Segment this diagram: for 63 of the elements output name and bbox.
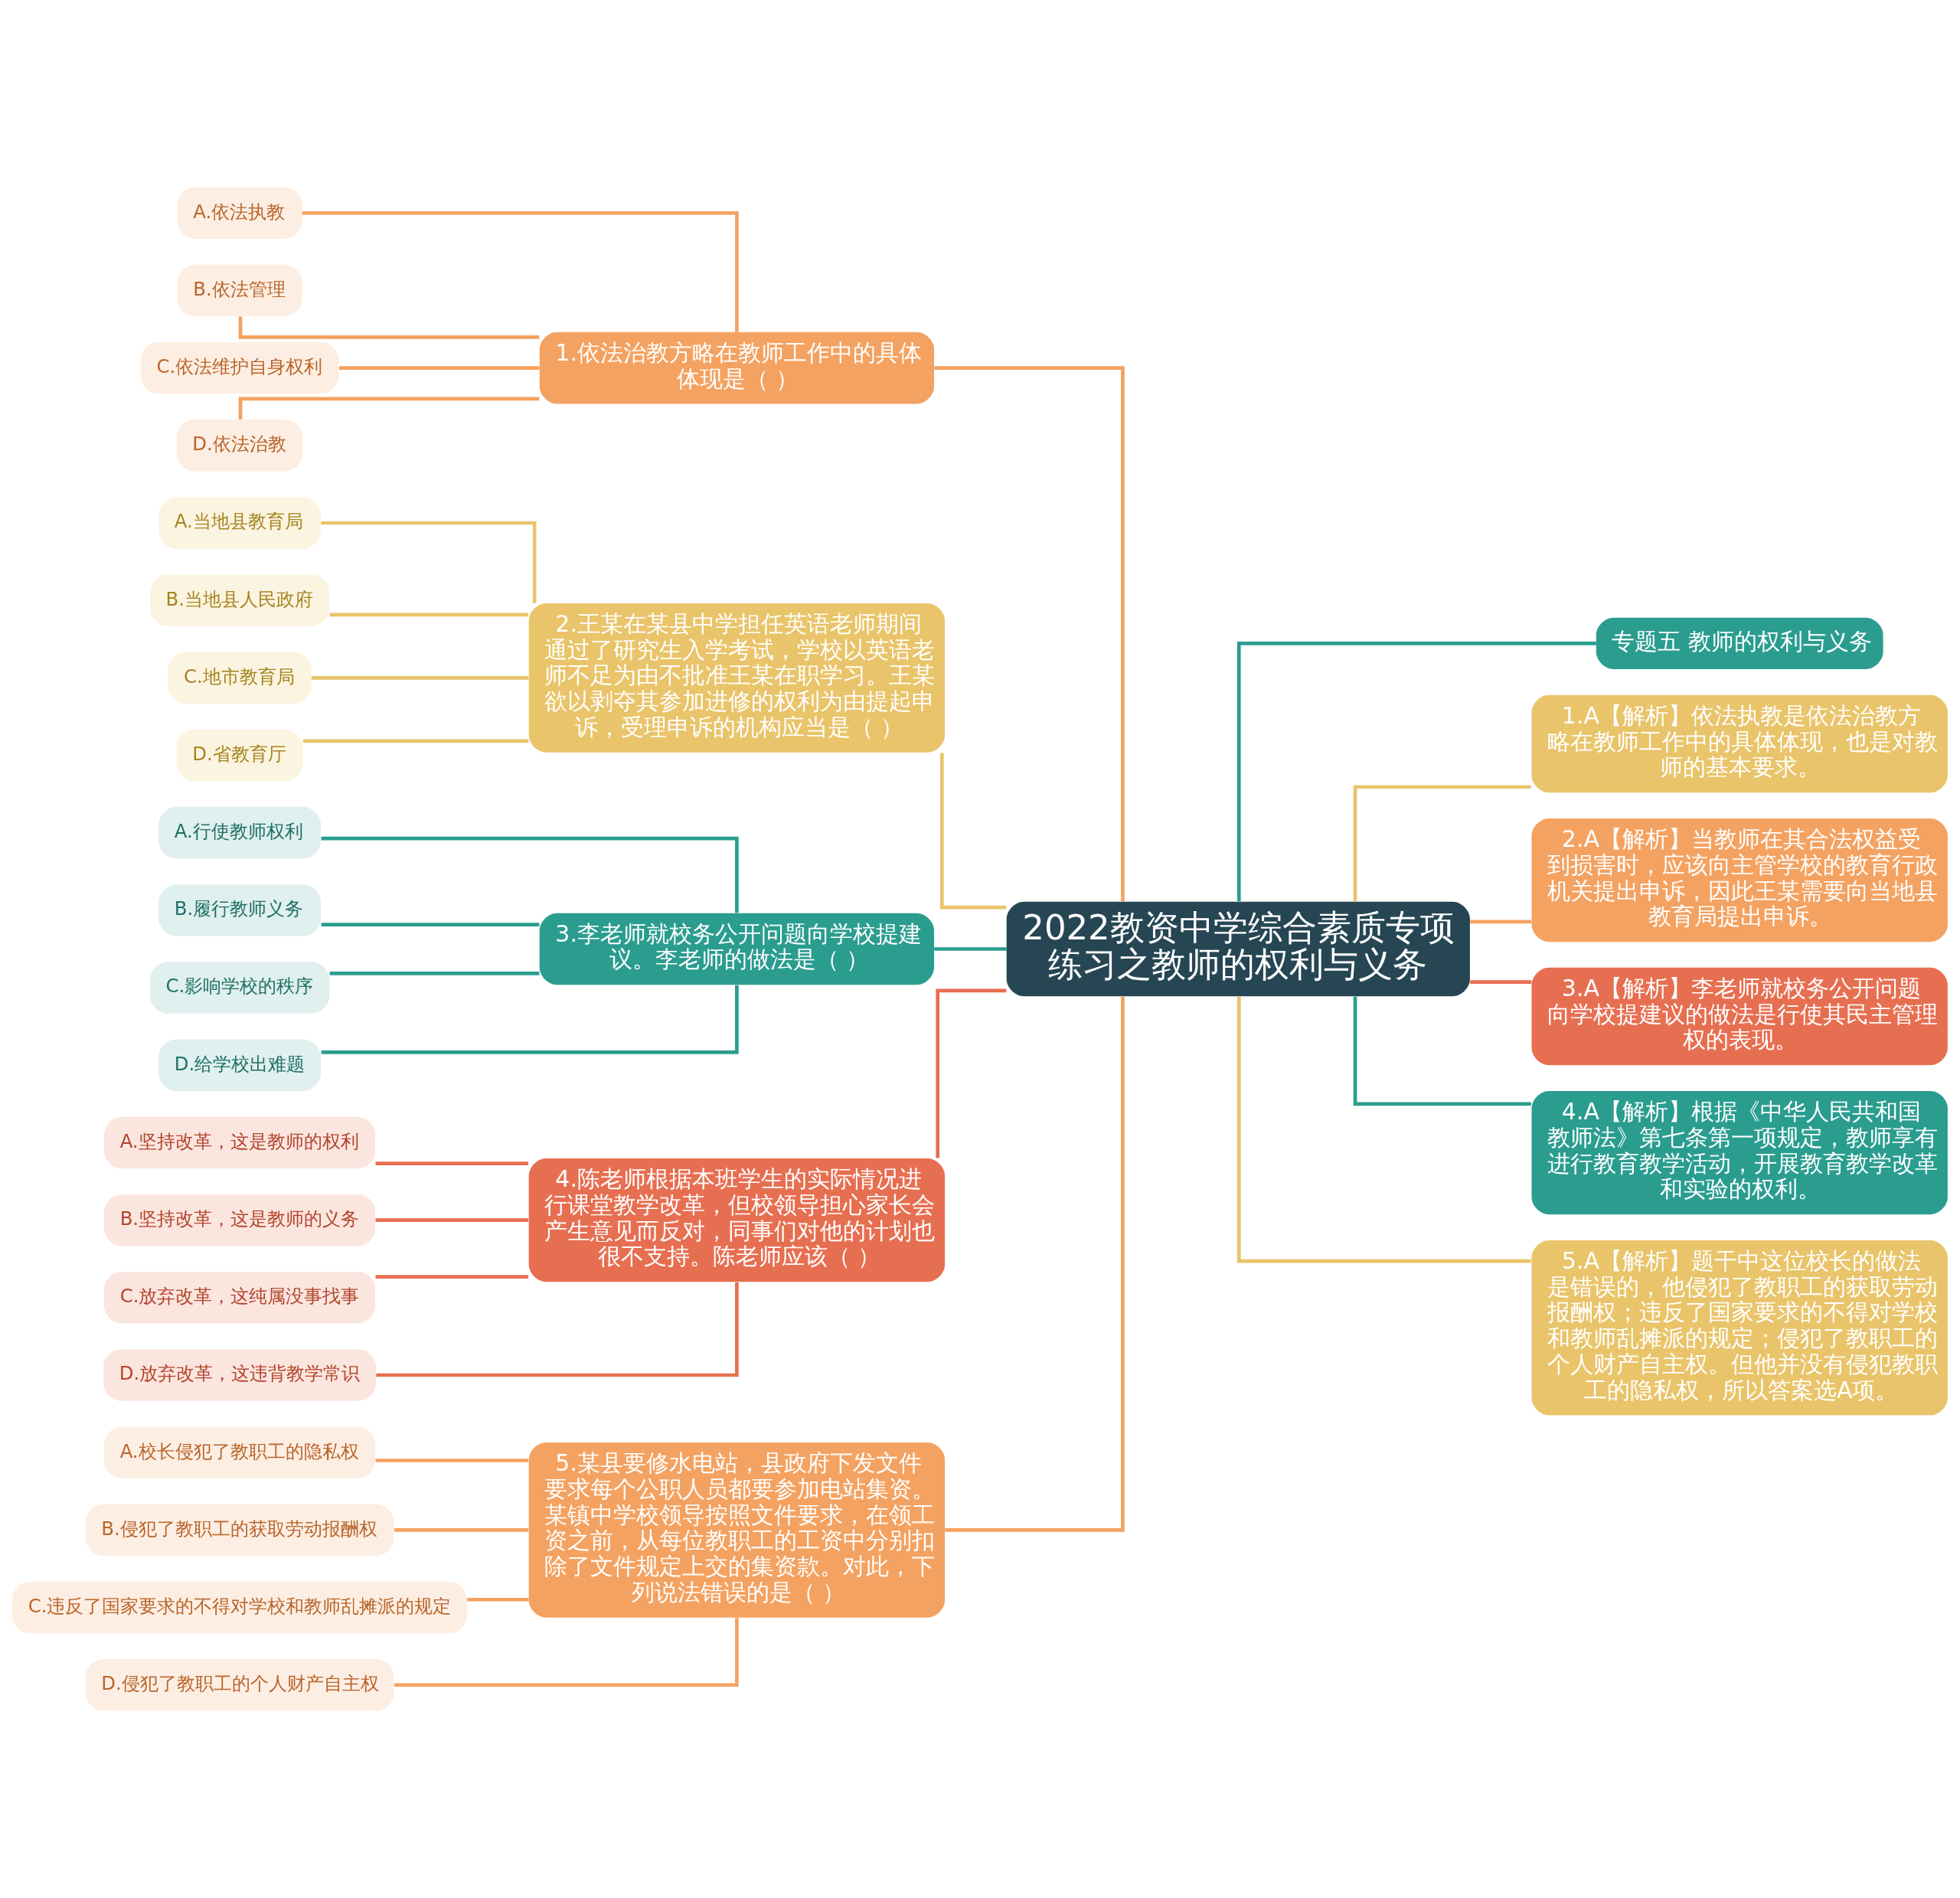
node-box: 4.A【解析】根据《中华人民共和国教师法》第七条第一项规定，教师享有进行教育教学活动，开展教育教学改革和实验的权利。 bbox=[1531, 1091, 1948, 1215]
connector bbox=[329, 972, 540, 975]
connector bbox=[1353, 785, 1531, 902]
connector bbox=[934, 947, 1007, 951]
connector bbox=[375, 1218, 529, 1222]
node-box: D.依法治教 bbox=[176, 420, 303, 472]
connector bbox=[945, 996, 1125, 1532]
node-box: A.当地县教育局 bbox=[158, 497, 321, 549]
node-box: A.依法执教 bbox=[177, 187, 302, 239]
node-box: 5.某县要修水电站，县政府下发文件要求每个公职人员都要参加电站集资。某镇中学校领导按照文件要求，在领工资之前，从每位教职工的工资中分别扣除了文件规定上交的集资款。对此，下列说法错误的是（ ） bbox=[528, 1442, 946, 1618]
node-box: B.坚持改革，这是教师的义务 bbox=[104, 1194, 376, 1246]
node-box: C.违反了国家要求的不得对学校和教师乱摊派的规定 bbox=[12, 1581, 468, 1634]
node-box: 3.A【解析】李老师就校务公开问题向学校提建议的做法是行使其民主管理权的表现。 bbox=[1531, 967, 1948, 1066]
node-box: C.依法维护自身权利 bbox=[140, 341, 339, 394]
connector bbox=[375, 1459, 529, 1462]
node-box: 1.依法治教方略在教师工作中的具体体现是（ ） bbox=[539, 332, 935, 404]
node-box: C.地市教育局 bbox=[168, 652, 312, 704]
connector bbox=[934, 366, 1125, 902]
node-box: 4.陈老师根据本班学生的实际情况进行课堂教学改革，但校领导担心家长会产生意见而反对，同事们对他的计划也很不支持。陈老师应该（ ） bbox=[528, 1158, 946, 1282]
connector bbox=[940, 753, 1007, 910]
node-box: B.履行教师义务 bbox=[158, 884, 321, 936]
connector bbox=[238, 316, 540, 339]
connector bbox=[1470, 980, 1532, 984]
node-box: 5.A【解析】题干中这位校长的做法是错误的，他侵犯了教职工的获取劳动报酬权；违反了国家要求的不得对学校和教师乱摊派的规定；侵犯了教职工的个人财产自主权。但他并没有侵犯教职工的隐私权，所以答案选A项。 bbox=[1531, 1240, 1948, 1416]
node-box: 专题五 教师的权利与义务 bbox=[1596, 617, 1883, 670]
connector bbox=[238, 397, 540, 420]
connector bbox=[467, 1597, 529, 1602]
node-box: A.坚持改革，这是教师的权利 bbox=[104, 1116, 376, 1169]
node-box: D.给学校出难题 bbox=[158, 1039, 321, 1091]
connector bbox=[376, 1282, 739, 1377]
node-box: C.放弃改革，这纯属没事找事 bbox=[104, 1272, 376, 1324]
connector bbox=[329, 613, 529, 617]
connector bbox=[1236, 996, 1532, 1263]
connector bbox=[302, 211, 739, 332]
connector bbox=[338, 366, 540, 370]
connector bbox=[311, 676, 529, 680]
connector bbox=[321, 923, 540, 926]
node-box: B.依法管理 bbox=[177, 264, 302, 317]
connector bbox=[375, 1161, 529, 1165]
node-box: 2.王某在某县中学担任英语老师期间通过了研究生入学考试，学校以英语老师不足为由不批准王某在职学习。王某欲以剥夺其参加进修的权利为由提起申诉，受理申诉的机构应当是（ ） bbox=[528, 603, 946, 753]
connector bbox=[303, 739, 529, 743]
node-box: 2.A【解析】当教师在其合法权益受到损害时，应该向主管学校的教育行政机关提出申诉，因此王某需要向当地县教育局提出申诉。 bbox=[1531, 818, 1948, 942]
node-box: 1.A【解析】依法执教是依法治教方略在教师工作中的具体体现，也是对教师的基本要求。 bbox=[1531, 694, 1948, 793]
connector bbox=[394, 1618, 739, 1687]
node-box: 2022教资中学综合素质专项练习之教师的权利与义务 bbox=[1006, 901, 1470, 997]
node-box: D.侵犯了教职工的个人财产自主权 bbox=[85, 1659, 394, 1711]
connector bbox=[936, 988, 1007, 1158]
node-box: A.校长侵犯了教职工的隐私权 bbox=[104, 1426, 376, 1478]
node-box: C.影响学校的秩序 bbox=[150, 962, 330, 1014]
connector bbox=[1236, 642, 1596, 902]
connector bbox=[1353, 996, 1531, 1106]
connector bbox=[394, 1528, 529, 1532]
node-box: B.侵犯了教职工的获取劳动报酬权 bbox=[85, 1504, 394, 1557]
node-box: 3.李老师就校务公开问题向学校提建议。李老师的做法是（ ） bbox=[539, 913, 935, 985]
node-box: A.行使教师权利 bbox=[158, 807, 321, 859]
connector bbox=[321, 836, 739, 913]
node-box: D.放弃改革，这违背教学常识 bbox=[103, 1349, 377, 1401]
connector bbox=[1470, 920, 1532, 924]
node-box: B.当地县人民政府 bbox=[150, 574, 330, 626]
node-box: D.省教育厅 bbox=[176, 729, 303, 782]
connector bbox=[321, 521, 537, 603]
connector bbox=[321, 985, 739, 1054]
connector bbox=[375, 1275, 529, 1279]
